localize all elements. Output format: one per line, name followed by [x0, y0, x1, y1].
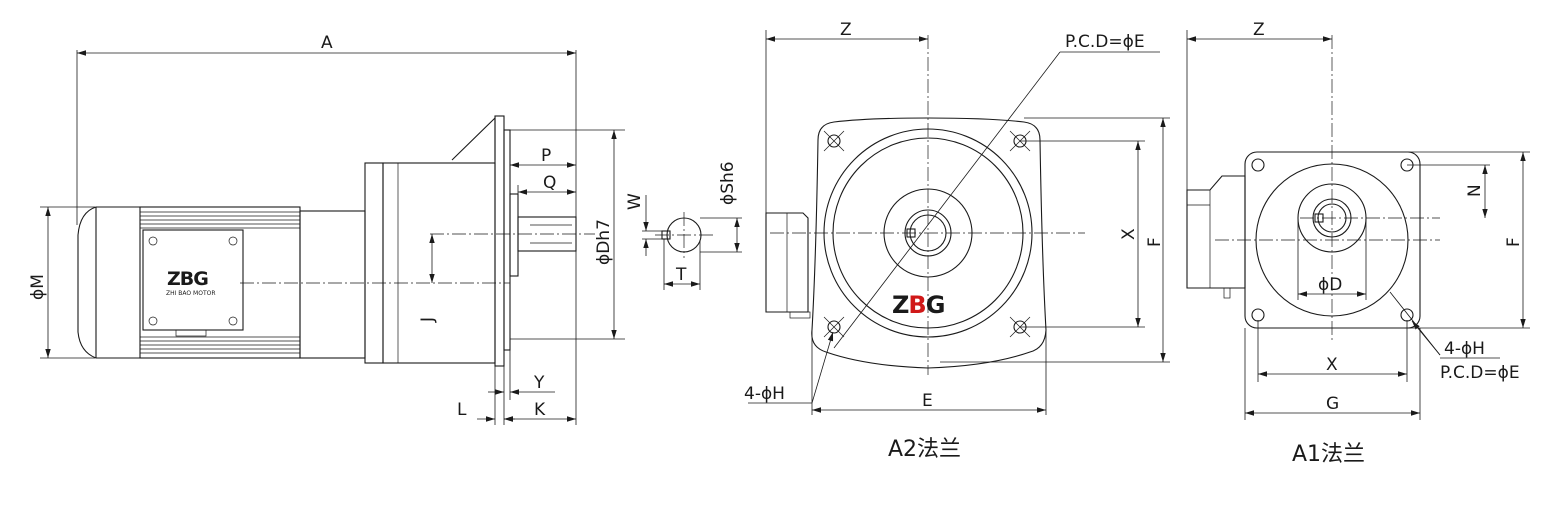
- a1-dim-X: X: [1326, 355, 1338, 375]
- flange-rib: [451, 116, 496, 161]
- gear-housing-rim: [364, 162, 384, 364]
- a2-flange-view: ZBG P.C.D=ϕE Z X F E 4-ϕH A2法兰: [744, 20, 1170, 462]
- cooling-fins: [140, 211, 300, 354]
- dim-Sh6: ϕSh6: [718, 161, 738, 205]
- a1-dim-H: 4-ϕH: [1444, 339, 1485, 359]
- a2-dim-PCD: P.C.D=ϕE: [1065, 32, 1145, 52]
- a2-dim-E: E: [922, 391, 933, 411]
- nameplate-subtitle: ZHI BAO MOTOR: [166, 290, 216, 297]
- motor-end-cap: [77, 206, 140, 359]
- a2-dim-Z: Z: [840, 20, 852, 40]
- nameplate-logo: ZBG: [167, 268, 208, 290]
- a1-dim-PCD: P.C.D=ϕE: [1440, 363, 1520, 383]
- dim-K: K: [534, 400, 546, 420]
- a1-dim-F: F: [1504, 237, 1524, 247]
- a1-caption: A1法兰: [1292, 442, 1365, 467]
- a1-bolt-hole: [1251, 308, 1265, 322]
- a1-dim-D: ϕD: [1318, 275, 1342, 295]
- a1-dim-Z: Z: [1253, 20, 1265, 40]
- a2-bolt-hole: [827, 134, 841, 148]
- dim-T: T: [675, 265, 687, 285]
- a2-dim-H: 4-ϕH: [744, 384, 785, 404]
- a2-terminal-box: [765, 212, 809, 313]
- gear-neck: [299, 210, 366, 359]
- a1-bolt-hole: [1251, 158, 1265, 172]
- a2-dim-F: F: [1145, 237, 1165, 247]
- dim-W: W: [625, 193, 645, 210]
- a1-flange-view: Z N F ϕD X G 4-ϕH P.C.D=ϕE A1法兰: [1186, 20, 1530, 467]
- flange-plate: [494, 115, 505, 367]
- dim-L: L: [457, 400, 467, 420]
- a1-dim-G: G: [1326, 394, 1339, 414]
- a2-logo: ZBG: [892, 291, 944, 319]
- dim-A: A: [321, 33, 333, 53]
- nameplate: [142, 229, 244, 331]
- gear-housing: [382, 162, 496, 364]
- dim-P: P: [541, 146, 551, 166]
- a2-flange-outline: [811, 117, 1047, 369]
- side-view: ZBG ZHI BAO MOTOR A: [28, 33, 625, 425]
- dim-Dh7: ϕDh7: [594, 219, 614, 265]
- dim-Q: Q: [543, 173, 556, 193]
- a1-terminal-box: [1186, 175, 1246, 289]
- a1-dim-N: N: [1465, 184, 1485, 197]
- a2-caption: A2法兰: [888, 437, 961, 462]
- a2-dim-X: X: [1119, 228, 1139, 240]
- shaft-section-view: W ϕSh6 T: [625, 161, 742, 290]
- a2-bolt-hole: [827, 320, 841, 334]
- dim-J: J: [418, 317, 438, 323]
- dim-M: ϕM: [28, 274, 48, 300]
- dim-Y: Y: [533, 373, 545, 393]
